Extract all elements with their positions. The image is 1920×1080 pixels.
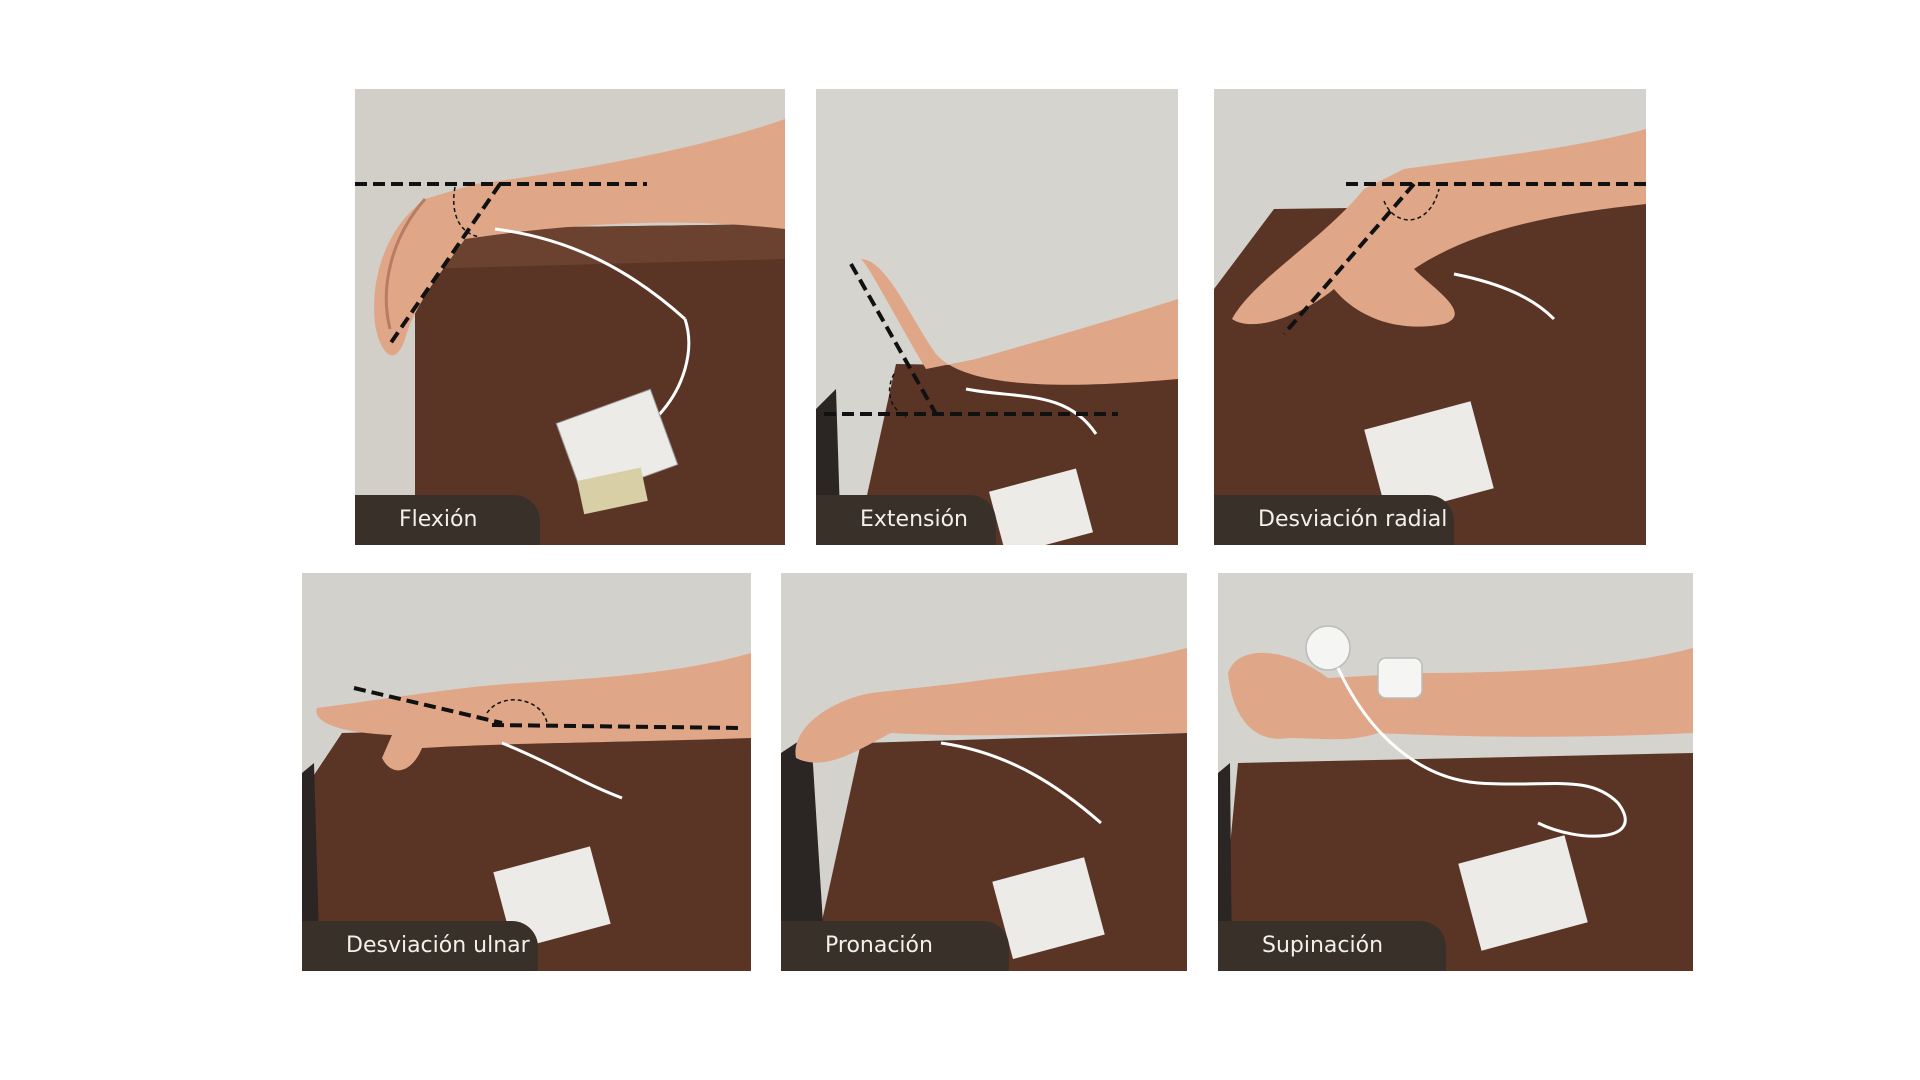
pronation-photo: [781, 573, 1187, 971]
photo-panel-radial-deviation: Desviación radial: [1214, 89, 1646, 545]
photo-panel-ulnar-deviation: Desviación ulnar: [302, 573, 751, 971]
photo-panel-supination: Supinación: [1218, 573, 1693, 971]
movement-label: Extensión: [816, 495, 996, 545]
extension-photo: [816, 89, 1178, 545]
movement-label: Desviación ulnar: [302, 921, 538, 971]
movement-label: Flexión: [355, 495, 540, 545]
supination-photo: [1218, 573, 1693, 971]
movement-label: Supinación: [1218, 921, 1446, 971]
movement-label: Pronación: [781, 921, 1009, 971]
ulnar-deviation-photo: [302, 573, 751, 971]
photo-panel-extension: Extensión: [816, 89, 1178, 545]
flexion-photo: [355, 89, 785, 545]
radial-deviation-photo: [1214, 89, 1646, 545]
photo-panel-pronation: Pronación: [781, 573, 1187, 971]
movement-label: Desviación radial: [1214, 495, 1454, 545]
photo-panel-flexion: Flexión: [355, 89, 785, 545]
